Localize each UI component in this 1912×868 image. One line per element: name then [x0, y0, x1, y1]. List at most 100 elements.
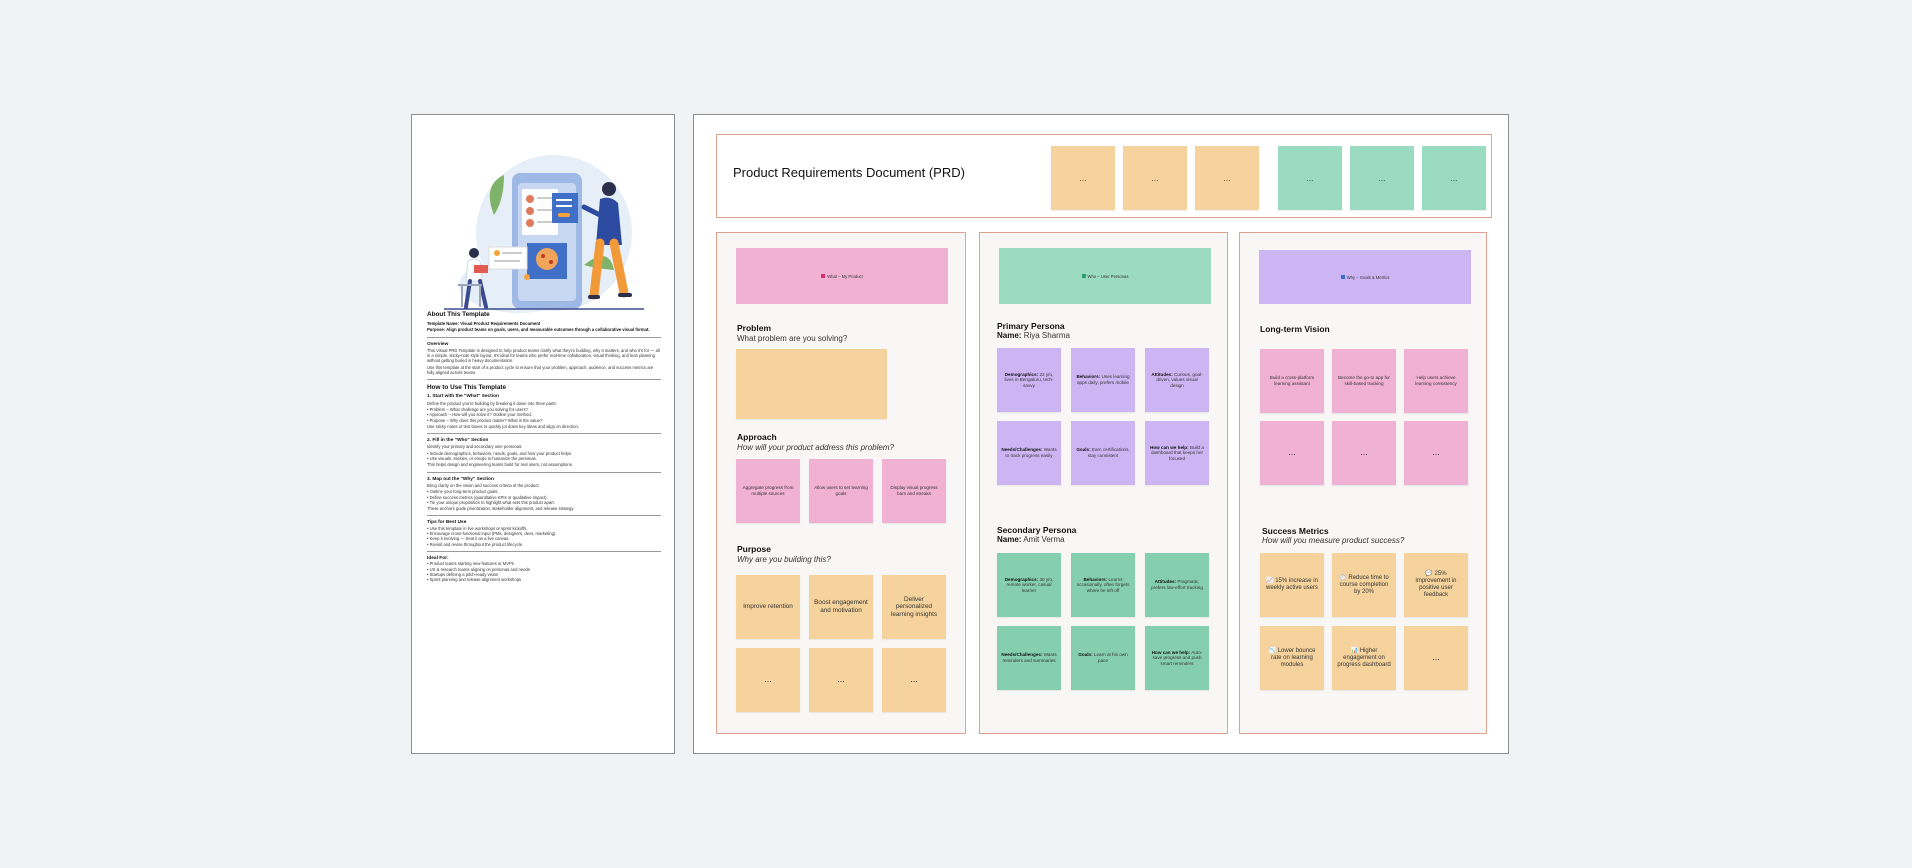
step-3-title: 3. Map out the "Why" Section [427, 476, 494, 482]
purpose-sticky-note[interactable]: ... [736, 648, 800, 712]
who-band[interactable]: Who – User Personas [999, 248, 1211, 304]
persona-name: Riya Sharma [1023, 331, 1070, 340]
purpose-sticky-note[interactable]: ... [882, 648, 946, 712]
primary-persona-note[interactable]: How can we help: Build a dashboard that … [1145, 421, 1209, 485]
overview-text: This Visual PRD Template is designed to … [427, 347, 660, 364]
what-section[interactable]: What – My Product Problem What problem a… [716, 232, 966, 734]
note-key: Demographics: [1004, 371, 1039, 377]
why-band[interactable]: Why – Goals & Metrics [1259, 250, 1471, 304]
note-key: Needs/Challenges: [1001, 652, 1043, 658]
note-value: 22 y/o, lives in Bengaluru, tech-savvy [1004, 371, 1054, 388]
template-info-document[interactable]: About This Template Template Name: Visua… [411, 114, 675, 754]
template-name: Template Name: Visual Product Requiremen… [427, 321, 541, 326]
secondary-persona-note[interactable]: Needs/Challenges: Wants reminders and su… [997, 626, 1061, 690]
template-description: About This Template Template Name: Visua… [427, 311, 661, 582]
ideal-title: Ideal For: [427, 555, 449, 561]
problem-title: Problem [737, 323, 772, 333]
metric-sticky-note[interactable]: 💬 25% improvement in positive user feedb… [1404, 553, 1468, 617]
long-term-vision-title: Long-term Vision [1260, 324, 1330, 334]
metric-sticky-note[interactable]: ... [1404, 626, 1468, 690]
step-1-item: Problem – What challenge are you solving… [427, 407, 661, 412]
note-key: How can we help: [1150, 444, 1189, 450]
primary-persona-note[interactable]: Needs/Challenges: Wants to track progres… [997, 421, 1061, 485]
primary-persona-note[interactable]: Demographics: 22 y/o, lives in Bengaluru… [997, 348, 1061, 412]
primary-persona-note[interactable]: Goals: Earn certifications, stay consist… [1071, 421, 1135, 485]
purpose-title: Purpose [737, 544, 772, 554]
step-3-text: Bring clarity on the vision and success … [427, 482, 540, 488]
step-1-title: 1. Start with the "What" Section [427, 394, 499, 400]
square-icon [1081, 274, 1086, 278]
step-3-note: These anchors guide prioritization, stak… [427, 506, 575, 512]
approach-sticky-note[interactable]: Display visual progress bars and streaks [882, 459, 946, 523]
note-value: Pragmatic, prefers low-effort tracking [1151, 579, 1203, 590]
primary-persona-title: Primary Persona [997, 321, 1065, 331]
note-key: Attitudes: [1154, 579, 1177, 585]
purpose-sticky-note[interactable]: Boost engagement and motivation [809, 575, 873, 639]
why-section[interactable]: Why – Goals & Metrics Long-term Vision B… [1239, 232, 1487, 734]
secondary-persona-note[interactable]: How can we help: Auto-save progress and … [1145, 626, 1209, 690]
note-value: Learns occasionally, often forgets where… [1076, 576, 1130, 593]
metric-sticky-note[interactable]: 📈 15% increase in weekly active users [1260, 553, 1324, 617]
tip-item: Keep it evolving — treat it as a live ca… [427, 536, 661, 541]
vision-sticky-note[interactable]: ... [1260, 421, 1324, 485]
prd-board[interactable]: Product Requirements Document (PRD) ... … [693, 114, 1509, 754]
ideal-item: Product teams starting new features or M… [427, 561, 661, 566]
header-sticky-note[interactable]: ... [1051, 146, 1115, 210]
note-key: Demographics: [1004, 576, 1039, 582]
note-key: Goals: [1078, 652, 1093, 658]
prd-title: Product Requirements Document (PRD) [733, 165, 965, 180]
persona-name: Amit Verma [1023, 535, 1065, 544]
secondary-persona-note[interactable]: Demographics: 30 y/o, remote worker, cas… [997, 553, 1061, 617]
purpose-sticky-note[interactable]: Deliver personalized learning insights [882, 575, 946, 639]
note-value: Learn at his own pace [1093, 652, 1128, 663]
note-value: Build a dashboard that keeps her focused [1150, 444, 1204, 461]
primary-persona-note[interactable]: Attitudes: Curious, goal-driven, values … [1145, 348, 1209, 412]
purpose-question: Why are you building this? [737, 555, 831, 564]
prd-header-frame[interactable]: Product Requirements Document (PRD) ... … [716, 134, 1492, 218]
approach-sticky-note[interactable]: Aggregate progress from multiple sources [736, 459, 800, 523]
step-2-title: 2. Fill in the "Who" Section [427, 438, 489, 444]
who-band-label: Who – User Personas [1087, 273, 1129, 279]
step-1-note: Use sticky notes or text boxes to quickl… [427, 423, 579, 429]
overview-text-2: Use this template at the start of a prod… [427, 364, 654, 376]
vision-sticky-note[interactable]: Build a cross-platform learning assistan… [1260, 349, 1324, 413]
vision-sticky-note[interactable]: ... [1404, 421, 1468, 485]
approach-sticky-note[interactable]: Allow users to set learning goals [809, 459, 873, 523]
problem-sticky-note[interactable] [736, 349, 887, 419]
note-value: Earn certifications, stay consistent [1087, 447, 1130, 458]
tips-title: Tips for Best Use [427, 520, 467, 526]
step-1-item: Approach – How will you solve it? Outlin… [427, 412, 661, 417]
primary-persona-name: Name: Riya Sharma [997, 331, 1070, 340]
vision-sticky-note[interactable]: Help users achieve learning consistency [1404, 349, 1468, 413]
metric-sticky-note[interactable]: 📊 Higher engagement on progress dashboar… [1332, 626, 1396, 690]
note-value: Wants to track progress easily [1005, 447, 1057, 458]
metric-sticky-note[interactable]: ⏱️ Reduce time to course completion by 2… [1332, 553, 1396, 617]
primary-persona-note[interactable]: Behaviors: Uses learning apps daily, pre… [1071, 348, 1135, 412]
header-sticky-note[interactable]: ... [1123, 146, 1187, 210]
vision-sticky-note[interactable]: ... [1332, 421, 1396, 485]
template-purpose: Purpose: Align product teams on goals, u… [427, 327, 650, 333]
secondary-persona-note[interactable]: Behaviors: Learns occasionally, often fo… [1071, 553, 1135, 617]
header-sticky-note[interactable]: ... [1350, 146, 1414, 210]
note-value: Auto-save progress and push smart remind… [1152, 649, 1203, 666]
why-band-label: Why – Goals & Metrics [1346, 274, 1390, 280]
purpose-sticky-note[interactable]: Improve retention [736, 575, 800, 639]
square-icon [1340, 275, 1345, 279]
vision-sticky-note[interactable]: Become the go-to app for skill-based tra… [1332, 349, 1396, 413]
header-sticky-note[interactable]: ... [1422, 146, 1486, 210]
note-value: 30 y/o, remote worker, casual learner [1006, 576, 1054, 593]
note-key: Behaviors: [1076, 374, 1101, 380]
what-band[interactable]: What – My Product [736, 248, 948, 304]
note-key: Goals: [1076, 447, 1091, 453]
metric-sticky-note[interactable]: 📉 Lower bounce rate on learning modules [1260, 626, 1324, 690]
secondary-persona-note[interactable]: Attitudes: Pragmatic, prefers low-effort… [1145, 553, 1209, 617]
step-3-item: Outline your long-term product goals. [427, 489, 661, 494]
header-sticky-note[interactable]: ... [1195, 146, 1259, 210]
secondary-persona-note[interactable]: Goals: Learn at his own pace [1071, 626, 1135, 690]
who-section[interactable]: Who – User Personas Primary Persona Name… [979, 232, 1228, 734]
purpose-sticky-note[interactable]: ... [809, 648, 873, 712]
approach-question: How will your product address this probl… [737, 443, 894, 452]
header-sticky-note[interactable]: ... [1278, 146, 1342, 210]
problem-question: What problem are you solving? [737, 334, 848, 343]
step-3-item: Tie your unique proposition to highlight… [427, 500, 661, 505]
